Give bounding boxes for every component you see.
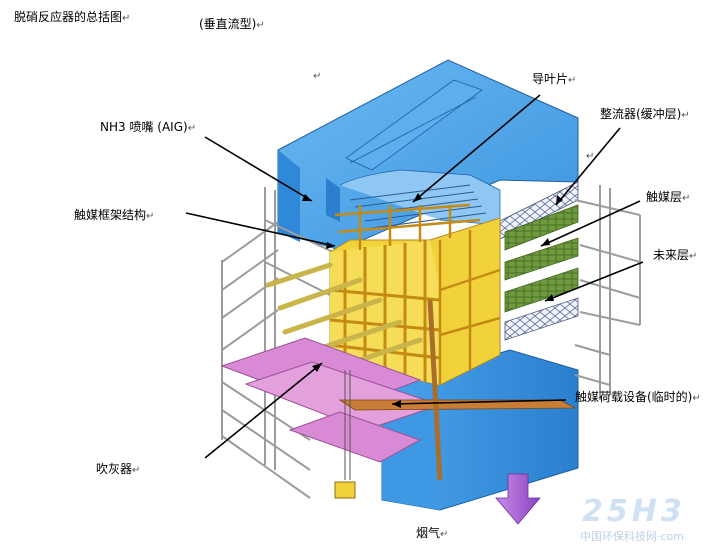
right-platform xyxy=(575,185,640,400)
callout-loading-equipment: 触媒荷载设备(临时的)↵ xyxy=(575,390,701,406)
callout-catalyst-frame: 触媒框架结构↵ xyxy=(74,208,154,224)
paragraph-mark: ↵ xyxy=(313,70,321,84)
watermark-logo: 25H3 xyxy=(582,494,686,529)
callout-reserve-layer: 未来层↵ xyxy=(653,248,697,264)
watermark-site: 中国环保科技网·com xyxy=(580,528,684,544)
callout-guide-vanes: 导叶片↵ xyxy=(532,72,576,88)
page-title: 脱硝反应器的总括图↵ xyxy=(14,10,130,26)
paragraph-mark: ↵ xyxy=(586,150,594,164)
page-subtitle: (垂直流型)↵ xyxy=(199,17,265,33)
callout-flue-gas: 烟气↵ xyxy=(416,526,448,542)
callout-nh3-nozzle: NH3 喷嘴 (AIG)↵ xyxy=(100,120,196,136)
callout-catalyst-layer: 触媒层↵ xyxy=(646,190,690,206)
callout-straightener: 整流器(缓冲层)↵ xyxy=(600,107,690,123)
callout-soot-blower: 吹灰器↵ xyxy=(96,462,140,478)
